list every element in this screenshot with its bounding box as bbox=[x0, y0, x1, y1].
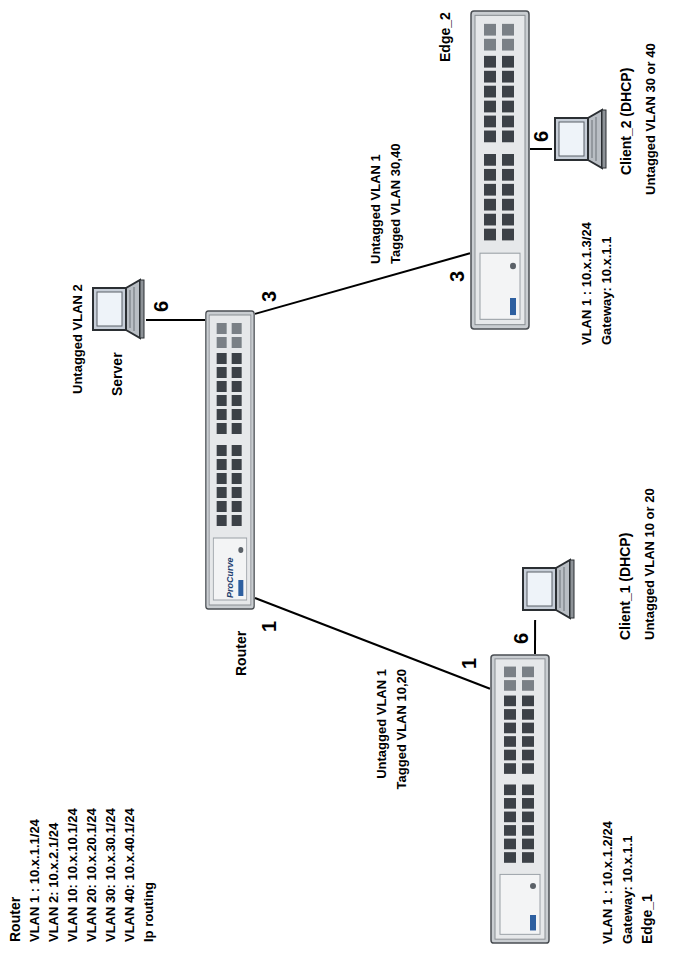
device-address: VLAN 1 : 10.x.1.3/24 bbox=[579, 222, 594, 345]
port-number: 6 bbox=[530, 131, 552, 142]
vlan-address: VLAN 30: 10.x.30.1/24 bbox=[103, 808, 118, 942]
port-number-holder: 6 bbox=[530, 131, 552, 142]
brand-logo-holder: ProCurve bbox=[219, 557, 237, 598]
port-number-holder: 6 bbox=[150, 301, 172, 312]
vlan-address: VLAN 1 : 10.x.1.1/24 bbox=[27, 819, 42, 942]
port-number-holder: 1 bbox=[458, 658, 480, 669]
vlan-address-holder: VLAN 30: 10.x.30.1/24 bbox=[101, 808, 119, 942]
switch-picture bbox=[490, 654, 550, 944]
vlan-note-holder: Untagged VLAN 10 or 20 bbox=[640, 488, 658, 640]
vlan-note-holder: Untagged VLAN 30 or 40 bbox=[641, 43, 659, 195]
port-number: 6 bbox=[510, 633, 532, 644]
port-number: 3 bbox=[446, 271, 468, 282]
link-vlan-note-holder: Untagged VLAN 1 bbox=[366, 154, 384, 264]
vlan-note-holder: Untagged VLAN 2 bbox=[68, 284, 86, 394]
routing-note-holder: Ip routing bbox=[139, 882, 157, 942]
routing-note: Ip routing bbox=[141, 882, 156, 942]
device-name: Router bbox=[233, 631, 249, 676]
vlan-note: Untagged VLAN 2 bbox=[70, 284, 85, 394]
edge-switch: Edge_1VLAN 1 : 10.x.1.2/24Gateway: 10.x.… bbox=[490, 654, 550, 944]
device-heading: Router bbox=[7, 897, 23, 942]
device-name-holder: Router bbox=[232, 631, 250, 676]
device-name-holder: Client_2 (DHCP) bbox=[617, 68, 635, 175]
device-name-holder: Edge_1 bbox=[638, 894, 656, 944]
device-address: Gateway: 10.x.1.1 bbox=[599, 237, 614, 345]
device-heading-holder: Router bbox=[6, 897, 24, 942]
client-laptop: Client_2 (DHCP) bbox=[552, 108, 608, 170]
vlan-address-holder: VLAN 10: 10.x.10.1/24 bbox=[63, 808, 81, 942]
vlan-address-holder: VLAN 20: 10.x.20.1/24 bbox=[82, 808, 100, 942]
link-vlan-note-holder: Tagged VLAN 10,20 bbox=[392, 669, 410, 789]
device-address: Gateway: 10.x.1.1 bbox=[620, 836, 635, 944]
vlan-address-holder: VLAN 40: 10.x.40.1/24 bbox=[120, 808, 138, 942]
device-address-holder: VLAN 1 : 10.x.1.2/24 bbox=[598, 821, 616, 944]
network-link bbox=[255, 253, 470, 314]
link-vlan-note-holder: Untagged VLAN 1 bbox=[372, 669, 390, 779]
device-address: VLAN 1 : 10.x.1.2/24 bbox=[600, 821, 615, 944]
port-number: 6 bbox=[150, 301, 172, 312]
vlan-address: VLAN 2: 10.x.2.1/24 bbox=[46, 823, 61, 942]
device-name-holder: Client_1 (DHCP) bbox=[616, 533, 634, 640]
port-number-holder: 3 bbox=[446, 271, 468, 282]
link-vlan-note: Tagged VLAN 10,20 bbox=[394, 669, 409, 789]
port-number: 1 bbox=[458, 658, 480, 669]
network-link bbox=[255, 598, 490, 689]
device-name: Client_2 (DHCP) bbox=[618, 68, 634, 175]
port-number: 3 bbox=[258, 291, 280, 302]
vlan-address: VLAN 10: 10.x.10.1/24 bbox=[65, 808, 80, 942]
vlan-note: Untagged VLAN 30 or 40 bbox=[643, 43, 658, 195]
server-laptop: Server bbox=[90, 278, 146, 340]
vlan-address-holder: VLAN 1 : 10.x.1.1/24 bbox=[25, 819, 43, 942]
network-link bbox=[534, 620, 536, 654]
link-vlan-note: Untagged VLAN 1 bbox=[374, 669, 389, 779]
link-vlan-note: Untagged VLAN 1 bbox=[368, 154, 383, 264]
edge-switch: Edge_2VLAN 1 : 10.x.1.3/24Gateway: 10.x.… bbox=[470, 10, 530, 330]
port-number-holder: 6 bbox=[510, 633, 532, 644]
vlan-address: VLAN 40: 10.x.40.1/24 bbox=[122, 808, 137, 942]
link-vlan-note-holder: Tagged VLAN 30,40 bbox=[386, 144, 404, 264]
laptop-picture bbox=[90, 278, 146, 340]
device-name: Server bbox=[109, 352, 125, 396]
laptop-picture bbox=[552, 108, 608, 170]
client-laptop: Client_1 (DHCP) bbox=[520, 558, 576, 620]
device-name: Edge_2 bbox=[437, 12, 453, 62]
device-name-holder: Server bbox=[108, 352, 126, 396]
device-address-holder: Gateway: 10.x.1.1 bbox=[618, 836, 636, 944]
device-address-holder: VLAN 1 : 10.x.1.3/24 bbox=[577, 222, 595, 345]
vlan-address-holder: VLAN 2: 10.x.2.1/24 bbox=[44, 823, 62, 942]
device-name: Client_1 (DHCP) bbox=[617, 533, 633, 640]
switch-picture bbox=[470, 10, 530, 330]
brand-logo: ProCurve bbox=[225, 557, 235, 598]
network-link bbox=[146, 319, 205, 321]
vlan-address: VLAN 20: 10.x.20.1/24 bbox=[84, 808, 99, 942]
link-vlan-note: Tagged VLAN 30,40 bbox=[388, 144, 403, 264]
network-link bbox=[530, 148, 552, 150]
port-number: 1 bbox=[258, 621, 280, 632]
port-number-holder: 3 bbox=[258, 291, 280, 302]
laptop-picture bbox=[520, 558, 576, 620]
device-name-holder: Edge_2 bbox=[436, 12, 454, 62]
device-address-holder: Gateway: 10.x.1.1 bbox=[597, 237, 615, 345]
vlan-note: Untagged VLAN 10 or 20 bbox=[642, 488, 657, 640]
device-name: Edge_1 bbox=[639, 894, 655, 944]
port-number-holder: 1 bbox=[258, 621, 280, 632]
